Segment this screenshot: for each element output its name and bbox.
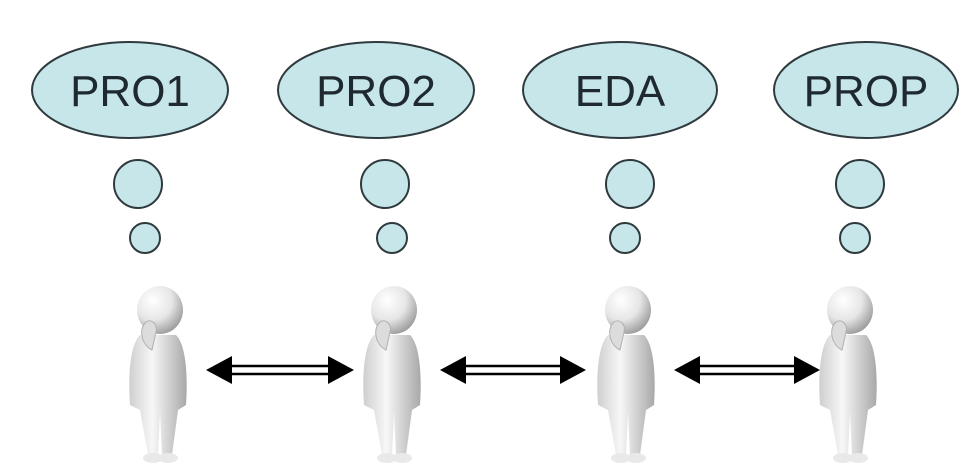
thinker-1: PRO1 [31,41,229,463]
thought-dot-small [609,222,641,254]
thinker-4: PROP [773,41,959,463]
bubble-label: EDA [575,67,666,116]
double-headed-arrow-icon [440,356,586,384]
thought-dot-small [129,222,161,254]
thought-bubble: PRO2 [277,41,475,139]
double-headed-arrow-icon [674,356,820,384]
thought-bubble: PRO1 [31,41,229,139]
thought-dot-small [376,222,408,254]
thinking-person-icon [819,286,877,463]
bubble-label: PRO2 [316,67,436,116]
thinker-3: EDA [522,41,718,463]
thought-dot-large [605,159,655,209]
thought-bubble: PROP [773,41,959,139]
thinking-person-icon [597,286,655,463]
thought-bubble: EDA [522,41,718,139]
thought-dot-large [835,159,885,209]
thinking-person-icon [363,286,421,463]
bubble-label: PRO1 [70,67,190,116]
double-headed-arrow-icon [206,356,354,384]
thinking-person-icon [129,286,187,463]
bubble-label: PROP [804,67,929,116]
thinker-2: PRO2 [277,41,475,463]
thought-dot-small [839,222,871,254]
thought-dot-large [360,159,410,209]
thought-dot-large [113,159,163,209]
